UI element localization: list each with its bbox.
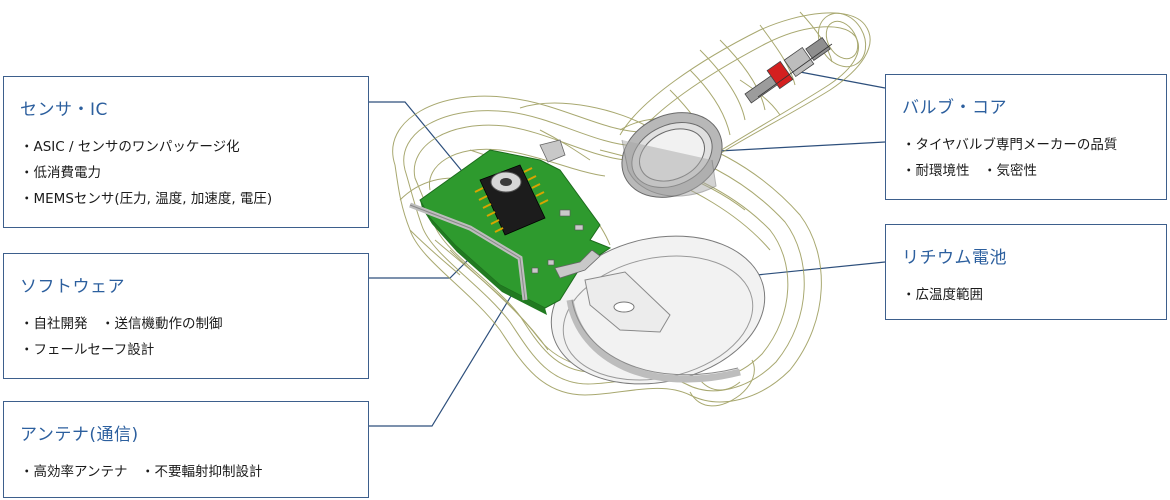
valve-core <box>744 36 833 104</box>
pcb-board <box>409 139 612 315</box>
leader-valve <box>799 71 886 89</box>
sensor-bullet-3: ・MEMSセンサ(圧力, 温度, 加速度, 電圧) <box>20 191 273 207</box>
leader-sensor <box>369 101 481 194</box>
callout-lithium-battery: リチウム電池 ・広温度範囲 <box>885 224 1167 320</box>
callout-valve-core: バルブ・コア ・タイヤバルブ専門メーカーの品質 ・耐環境性 ・気密性 <box>885 74 1167 200</box>
callout-sensor-title: センサ・IC <box>20 100 108 120</box>
valve-bullet-1: ・タイヤバルブ専門メーカーの品質 <box>902 137 1118 153</box>
callout-antenna: アンテナ(通信) ・高効率アンテナ ・不要輻射抑制設計 <box>3 401 369 498</box>
lithium-battery <box>550 235 766 385</box>
antenna-bullet-1: ・高効率アンテナ ・不要輻射抑制設計 <box>20 464 263 480</box>
callout-valve-title: バルブ・コア <box>902 98 1007 118</box>
leader-valve-cap <box>699 141 886 153</box>
software-bullet-2: ・フェールセーフ設計 <box>20 342 155 358</box>
sensor-bullet-2: ・低消費電力 <box>20 165 101 181</box>
callout-software: ソフトウェア ・自社開発 ・送信機動作の制御 ・フェールセーフ設計 <box>3 253 369 379</box>
sensor-bullet-1: ・ASIC / センサのワンパッケージ化 <box>20 139 240 155</box>
valve-bullet-2: ・耐環境性 ・気密性 <box>902 163 1037 179</box>
valve-cap <box>621 112 723 198</box>
battery-bullet-1: ・広温度範囲 <box>902 287 983 303</box>
leader-antenna <box>369 277 523 427</box>
callout-sensor-ic: センサ・IC ・ASIC / センサのワンパッケージ化 ・低消費電力 ・MEMS… <box>3 76 369 228</box>
callout-antenna-title: アンテナ(通信) <box>20 425 139 445</box>
callout-battery-title: リチウム電池 <box>902 248 1007 268</box>
software-bullet-1: ・自社開発 ・送信機動作の制御 <box>20 316 223 332</box>
callout-software-title: ソフトウェア <box>20 277 125 297</box>
